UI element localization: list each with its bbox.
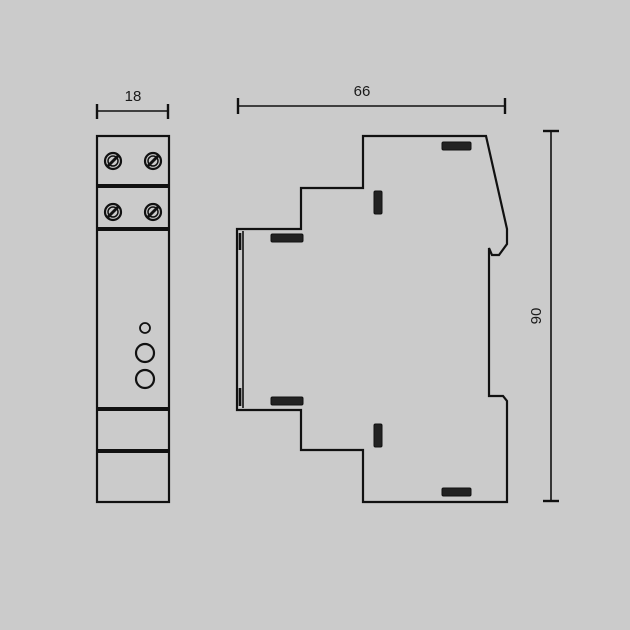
terminal-screw-icon [103, 151, 123, 171]
side-view-slots [270, 141, 472, 497]
terminal-screw-icon [143, 202, 163, 222]
dimension-width [95, 104, 170, 119]
indicator-led [134, 342, 156, 364]
side-body-outline [235, 134, 509, 504]
indicator-led [134, 368, 156, 390]
indicator-led-small [139, 322, 151, 334]
dimension-depth [236, 98, 507, 114]
dimension-label-width: 18 [125, 88, 142, 105]
terminal-screw-icon [103, 202, 123, 222]
front-view [95, 104, 171, 504]
front-body-outline [95, 134, 171, 504]
dimension-label-height: 90 [528, 308, 545, 325]
dimension-label-depth: 66 [354, 83, 371, 100]
terminal-screw-icon [143, 151, 163, 171]
dimension-height [543, 129, 559, 503]
side-view [235, 98, 509, 504]
